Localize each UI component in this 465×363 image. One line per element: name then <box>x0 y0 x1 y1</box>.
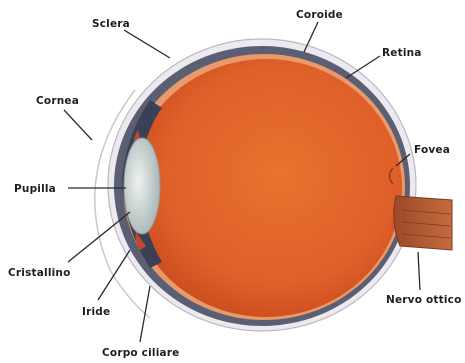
leader-sclera <box>124 30 170 58</box>
label-coroide: Coroide <box>296 9 343 21</box>
label-sclera: Sclera <box>92 18 130 30</box>
lens <box>124 138 160 234</box>
label-corpo-ciliare: Corpo ciliare <box>102 347 180 359</box>
label-nervo-ottico: Nervo ottico <box>386 294 462 306</box>
vitreous-body <box>130 59 402 317</box>
leader-nervo-ottico <box>418 252 420 290</box>
label-pupilla: Pupilla <box>14 183 56 195</box>
label-retina: Retina <box>382 47 422 59</box>
leader-cornea <box>64 110 92 140</box>
optic-nerve <box>394 196 452 250</box>
label-fovea: Fovea <box>414 144 450 156</box>
label-iride: Iride <box>82 306 110 318</box>
label-cristallino: Cristallino <box>8 267 71 279</box>
leader-corpo-ciliare <box>140 286 150 342</box>
label-cornea: Cornea <box>36 95 79 107</box>
